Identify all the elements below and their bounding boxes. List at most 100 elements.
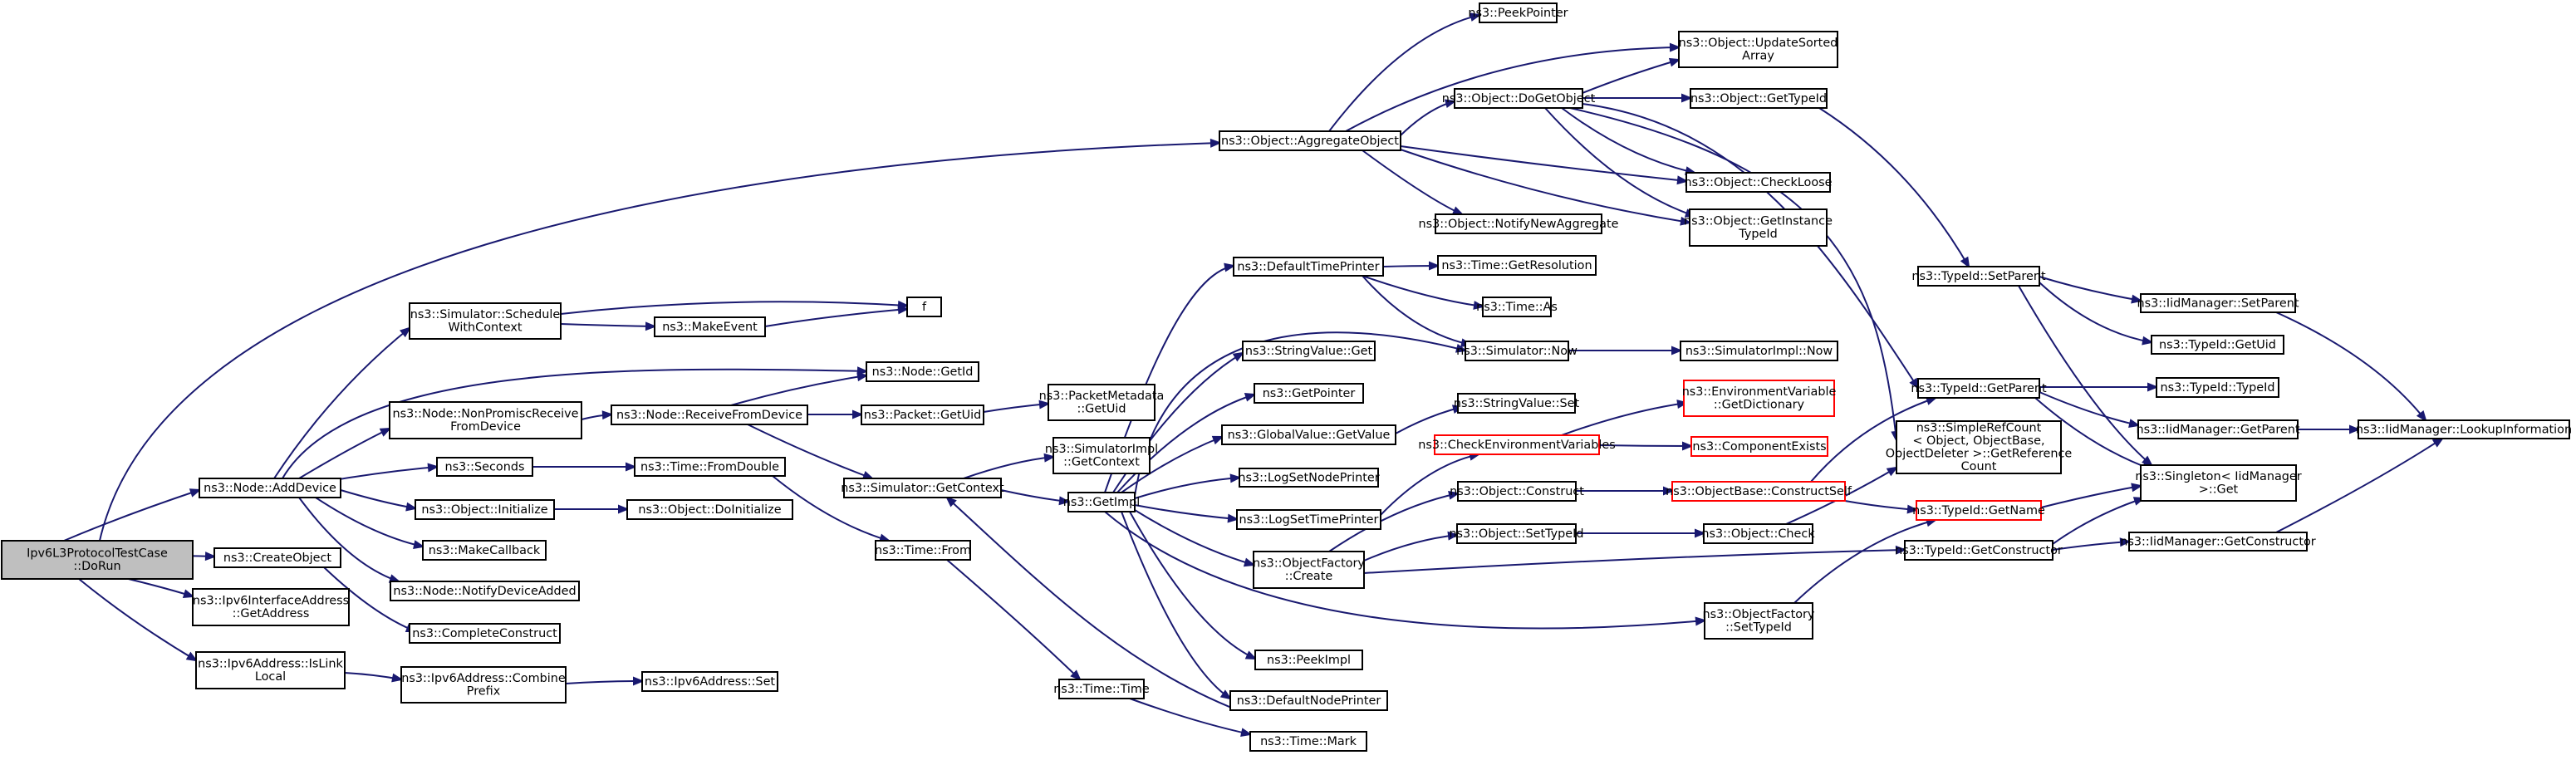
node-defaultNodePrinter[interactable]: ns3::DefaultNodePrinter — [1229, 690, 1388, 711]
arrowhead-icon — [1232, 351, 1245, 362]
edge-line — [1810, 397, 1936, 483]
node-aggregateObject[interactable]: ns3::Object::AggregateObject — [1219, 130, 1401, 151]
node-timeFrom[interactable]: ns3::Time::From — [875, 540, 971, 561]
arrowhead-icon — [391, 673, 404, 683]
node-simulatorNow[interactable]: ns3::Simulator::Now — [1456, 341, 1577, 361]
node-label: >::Get — [2199, 483, 2239, 497]
node-typeIdTypeId[interactable]: ns3::TypeId::TypeId — [2156, 377, 2279, 398]
node-checkEnvVars[interactable]: ns3::CheckEnvironmentVariables — [1418, 434, 1616, 455]
node-doInitialize[interactable]: ns3::Object::DoInitialize — [626, 499, 793, 520]
node-implGetContext[interactable]: ns3::SimulatorImpl::GetContext — [1045, 437, 1158, 474]
node-box — [400, 666, 567, 704]
node-f[interactable]: f — [906, 297, 942, 317]
node-packetGetUid[interactable]: ns3::Packet::GetUid — [861, 405, 984, 425]
node-iidGetParent[interactable]: ns3::IidManager::GetParent — [2136, 419, 2300, 439]
node-timeAs[interactable]: ns3::Time::As — [1476, 297, 1558, 317]
node-box — [2140, 464, 2297, 502]
edge-getImpl-to-logSetTimePrinter — [1134, 504, 1239, 523]
node-getPointer[interactable]: ns3::GetPointer — [1254, 383, 1364, 404]
edge-getImpl-to-peekImpl — [1129, 511, 1258, 660]
node-lookupInformation[interactable]: ns3::IidManager::LookupInformation — [2356, 419, 2572, 439]
node-fromDouble[interactable]: ns3::Time::FromDouble — [634, 457, 786, 477]
node-nodeGetId[interactable]: ns3::Node::GetId — [866, 361, 979, 382]
node-peekPointer[interactable]: ns3::PeekPointer — [1468, 2, 1568, 23]
edge-defaultTimePrinter-to-getResolution — [1382, 261, 1440, 271]
node-typeIdGetParent[interactable]: ns3::TypeId::GetParent — [1911, 378, 2047, 399]
node-typeIdGetUid[interactable]: ns3::TypeId::GetUid — [2151, 335, 2284, 355]
node-label: f — [922, 301, 927, 314]
node-timeMark[interactable]: ns3::Time::Mark — [1249, 731, 1367, 752]
node-getContext[interactable]: ns3::Simulator::GetContext — [841, 478, 1004, 498]
arrowhead-icon — [427, 463, 439, 473]
node-objSetTypeId[interactable]: ns3::Object::SetTypeId — [1449, 523, 1584, 544]
node-label: ns3::CreateObject — [223, 552, 332, 565]
node-objCheck[interactable]: ns3::Object::Check — [1701, 523, 1815, 544]
node-timeTime[interactable]: ns3::Time::Time — [1053, 679, 1150, 699]
node-getImpl[interactable]: ns3::GetImpl — [1063, 492, 1141, 512]
node-stringValueGet[interactable]: ns3::StringValue::Get — [1242, 341, 1376, 361]
node-label: ::DoRun — [73, 560, 120, 573]
node-completeConstruct[interactable]: ns3::CompleteConstruct — [409, 623, 561, 644]
node-objConstruct[interactable]: ns3::Object::Construct — [1450, 481, 1584, 502]
arrowhead-icon — [1695, 528, 1706, 538]
node-box — [389, 401, 582, 439]
node-label: ns3::Node::GetId — [872, 365, 974, 379]
node-notifyDeviceAdded[interactable]: ns3::Node::NotifyDeviceAdded — [390, 581, 580, 601]
node-notifyNewAggregate[interactable]: ns3::Object::NotifyNewAggregate — [1419, 213, 1619, 234]
node-label: ns3::TypeId::TypeId — [2160, 381, 2274, 395]
node-box — [390, 581, 580, 601]
node-getResolution[interactable]: ns3::Time::GetResolution — [1437, 255, 1597, 276]
node-typeIdGetConstructor[interactable]: ns3::TypeId::GetConstructor — [1895, 540, 2063, 561]
node-objInitialize[interactable]: ns3::Object::Initialize — [415, 499, 555, 520]
node-constructSelf[interactable]: ns3::ObjectBase::ConstructSelf — [1666, 481, 1852, 502]
node-logSetNodePrinter[interactable]: ns3::LogSetNodePrinter — [1238, 468, 1380, 488]
node-factorySetTypeId[interactable]: ns3::ObjectFactory::SetTypeId — [1703, 602, 1815, 640]
node-getReferenceCount[interactable]: ns3::SimpleRefCount< Object, ObjectBase,… — [1886, 420, 2073, 474]
node-ipv6Set[interactable]: ns3::Ipv6Address::Set — [641, 671, 778, 692]
node-objGetTypeId[interactable]: ns3::Object::GetTypeId — [1690, 88, 1828, 109]
node-receiveFromDevice[interactable]: ns3::Node::ReceiveFromDevice — [611, 405, 808, 425]
node-makeCallback[interactable]: ns3::MakeCallback — [422, 540, 547, 561]
node-envGetDictionary[interactable]: ns3::EnvironmentVariable::GetDictionary — [1682, 380, 1837, 417]
node-singletonGet[interactable]: ns3::Singleton< IidManager >::Get — [2135, 464, 2302, 502]
node-createObject[interactable]: ns3::CreateObject — [213, 547, 341, 568]
node-makeEvent[interactable]: ns3::MakeEvent — [654, 316, 766, 337]
node-doGetObject[interactable]: ns3::Object::DoGetObject — [1442, 88, 1596, 109]
node-globalValueGetValue[interactable]: ns3::GlobalValue::GetValue — [1221, 424, 1396, 445]
node-defaultTimePrinter[interactable]: ns3::DefaultTimePrinter — [1233, 257, 1384, 277]
node-componentExists[interactable]: ns3::ComponentExists — [1690, 436, 1828, 457]
edge-doGetObject-to-objGetTypeId — [1582, 93, 1693, 103]
node-logSetTimePrinter[interactable]: ns3::LogSetTimePrinter — [1236, 509, 1381, 530]
edge-line — [1000, 489, 1069, 503]
node-stringValueSet[interactable]: ns3::StringValue::Set — [1454, 393, 1580, 414]
node-typeIdSetParent[interactable]: ns3::TypeId::SetParent — [1911, 266, 2046, 287]
node-typeIdGetName[interactable]: ns3::TypeId::GetName — [1912, 500, 2045, 521]
node-peekImpl[interactable]: ns3::PeekImpl — [1254, 650, 1363, 670]
arrowhead-icon — [2128, 419, 2141, 428]
node-iidGetConstructor[interactable]: ns3::IidManager::GetConstructor — [2120, 532, 2316, 552]
node-checkLoose[interactable]: ns3::Object::CheckLoose — [1684, 172, 1833, 193]
node-label: ns3::DefaultTimePrinter — [1237, 260, 1379, 273]
edge-isLinkLocal-to-combinePrefix — [344, 672, 404, 683]
node-seconds[interactable]: ns3::Seconds — [436, 457, 533, 477]
node-addDevice[interactable]: ns3::Node::AddDevice — [199, 478, 341, 498]
node-ifaceGetAddress[interactable]: ns3::Ipv6InterfaceAddress::GetAddress — [192, 588, 350, 626]
edge-line — [2039, 391, 2139, 426]
edge-line — [298, 428, 390, 479]
node-label: FromDevice — [450, 420, 521, 434]
node-metadataGetUid[interactable]: ns3::PacketMetadata::GetUid — [1039, 384, 1165, 421]
node-objFactoryCreate[interactable]: ns3::ObjectFactory::Create — [1253, 551, 1365, 589]
node-label: ::GetContext — [1063, 456, 1140, 469]
node-label: ns3::MakeCallback — [429, 544, 541, 557]
node-iidSetParent[interactable]: ns3::IidManager::SetParent — [2137, 293, 2299, 313]
node-label: Local — [255, 670, 286, 684]
node-label: ns3::Object::DoInitialize — [638, 503, 781, 517]
edge-receiveFromDevice-to-getContext — [747, 424, 875, 480]
node-implNow[interactable]: ns3::SimulatorImpl::Now — [1680, 341, 1838, 361]
